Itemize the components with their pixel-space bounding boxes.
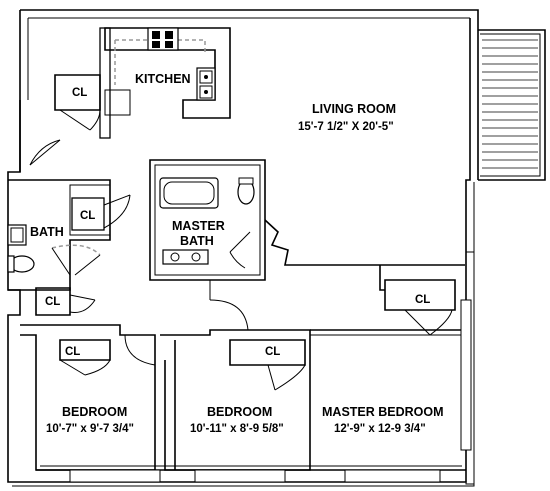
- hall-closet: CL: [35, 287, 96, 316]
- bedroom2-closet: CL: [229, 339, 306, 391]
- double-vanity-icon: [162, 249, 209, 265]
- bath-label: BATH: [30, 225, 64, 239]
- entry-door: [19, 100, 61, 172]
- master-bath-label-line1: MASTER: [172, 219, 225, 233]
- windows: [69, 299, 472, 483]
- master-bedroom-label: MASTER BEDROOM: [322, 405, 444, 419]
- bath-area: BATH: [7, 179, 111, 291]
- deck-stairs: [478, 29, 546, 181]
- bath-closet-label: CL: [80, 210, 95, 222]
- kitchen-label: KITCHEN: [135, 72, 191, 86]
- bedroom1-closet: CL: [59, 339, 111, 376]
- master-bath-label-line2: BATH: [180, 234, 214, 248]
- living-room-dimensions: 15'-7 1/2" X 20'-5": [298, 121, 394, 133]
- living-room-label: LIVING ROOM: [312, 102, 396, 116]
- bedroom-1-label: BEDROOM: [62, 405, 127, 419]
- kitchen-closet: CL: [54, 74, 101, 131]
- bath-closet: CL: [71, 194, 131, 231]
- hall-closet-label: CL: [45, 296, 60, 308]
- living-closet-label: CL: [415, 294, 430, 306]
- master-bath-area: MASTER BATH: [149, 159, 266, 281]
- bedroom2-closet-label: CL: [265, 346, 280, 358]
- bathtub-icon: [159, 177, 219, 209]
- living-closet: CL: [384, 279, 456, 336]
- kitchen-area: KITCHEN: [99, 27, 231, 139]
- bedroom-1-dimensions: 10'-7" x 9'-7 3/4": [46, 423, 134, 435]
- bedroom-2-dimensions: 10'-11" x 8'-9 5/8": [190, 423, 284, 435]
- master-bedroom-dimensions: 12'-9" x 12-9 3/4": [334, 423, 426, 435]
- living-room-walls: LIVING ROOM 15'-7 1/2" X 20'-5": [264, 102, 465, 291]
- bedroom1-closet-label: CL: [65, 346, 80, 358]
- stove-icon: [147, 27, 179, 51]
- kitchen-closet-label: CL: [72, 87, 87, 99]
- bedrooms: [20, 324, 466, 471]
- bedroom-2-label: BEDROOM: [207, 405, 272, 419]
- vanity-icon: [7, 224, 27, 246]
- sink-icon: [196, 67, 216, 101]
